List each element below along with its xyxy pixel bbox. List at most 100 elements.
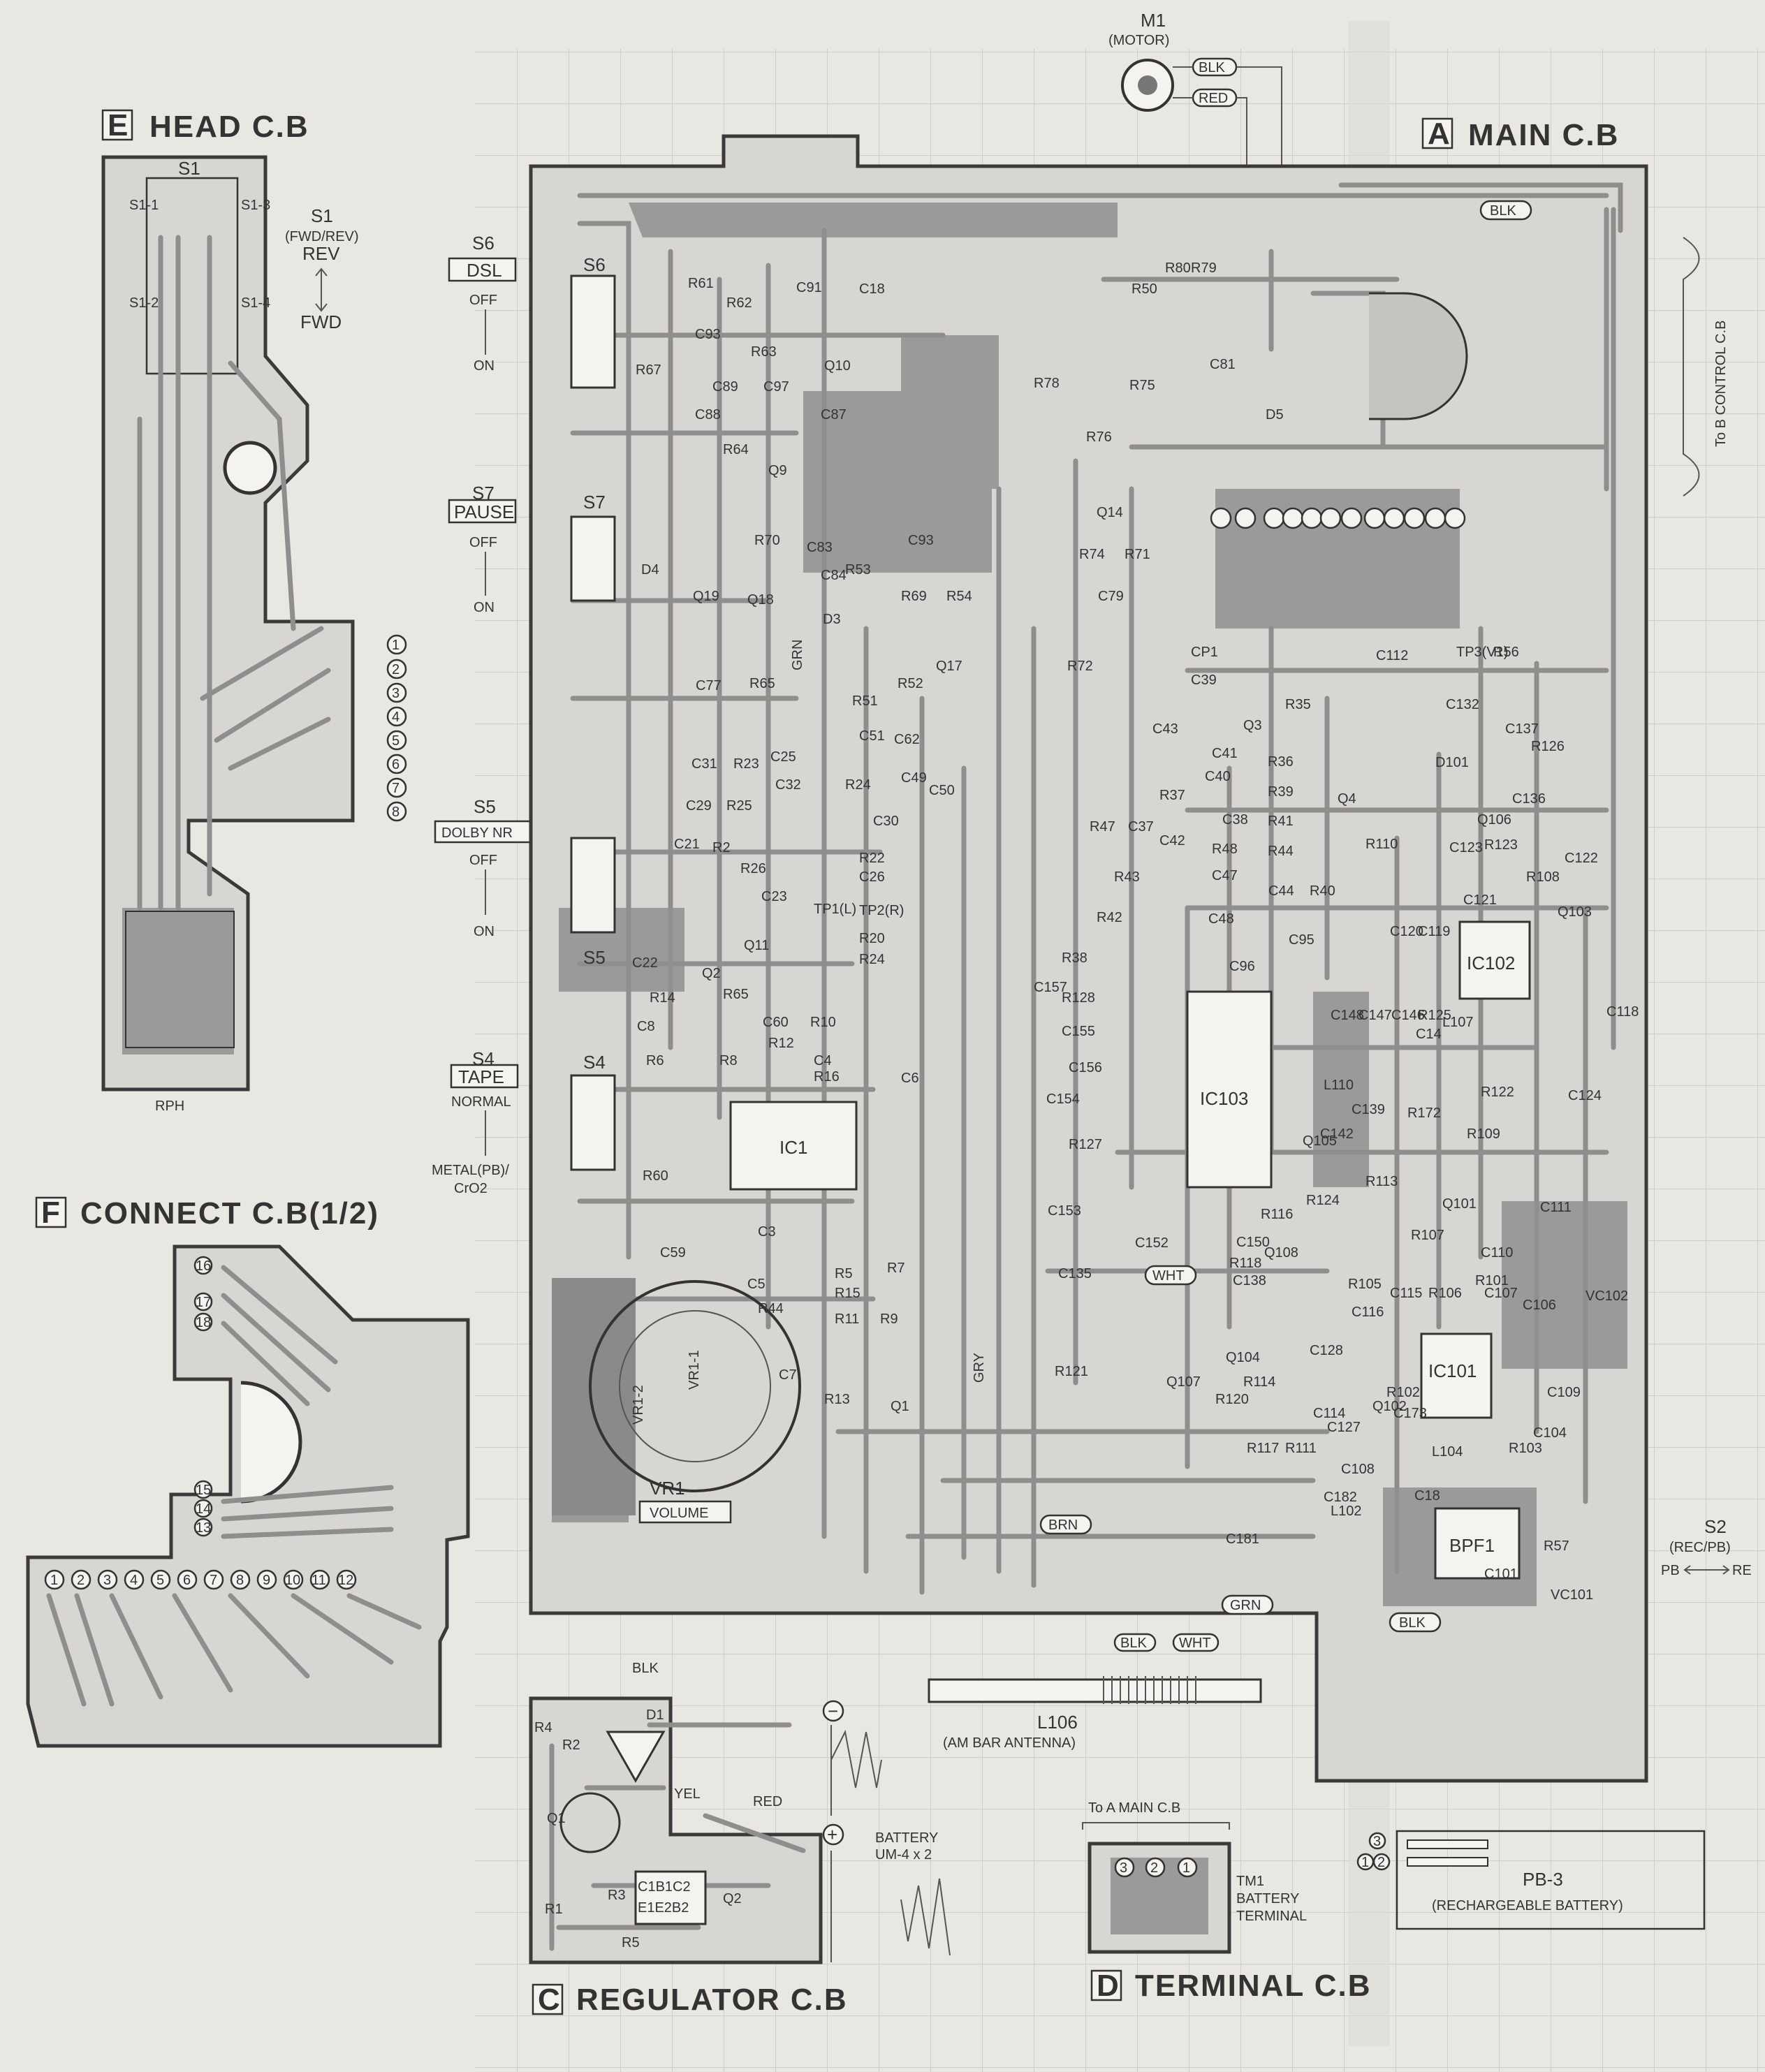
svg-text:C44: C44 [1268,883,1294,899]
svg-text:C111: C111 [1540,1200,1572,1215]
connect-upper-pins: 16 17 18 [193,1256,213,1332]
pb3-desc: (RECHARGEABLE BATTERY) [1432,1898,1623,1913]
svg-text:C59: C59 [660,1245,686,1261]
svg-text:R9: R9 [880,1311,898,1327]
svg-text:C31: C31 [691,756,717,772]
svg-text:R52: R52 [898,676,923,691]
svg-text:R72: R72 [1067,659,1093,674]
svg-text:R107: R107 [1411,1228,1444,1243]
connect-board-id: F [41,1196,61,1230]
svg-text:R117: R117 [1247,1441,1279,1456]
svg-text:R50: R50 [1131,281,1157,297]
svg-text:C155: C155 [1062,1024,1095,1039]
svg-text:C182: C182 [1324,1490,1357,1505]
svg-text:VOLUME: VOLUME [650,1506,708,1521]
svg-text:C23: C23 [761,889,787,904]
terminal-board: To A MAIN C.B 3 2 1 TM1 BATTERY TERMINAL… [1082,1800,1370,2003]
svg-text:C120: C120 [1390,924,1423,939]
svg-text:C47: C47 [1212,868,1238,883]
svg-text:C93: C93 [695,327,721,342]
svg-text:R51: R51 [852,693,878,709]
svg-text:10: 10 [285,1573,300,1588]
svg-text:R13: R13 [824,1392,850,1407]
svg-text:C26: C26 [859,869,885,885]
svg-text:C136: C136 [1512,791,1546,807]
svg-text:C150: C150 [1236,1235,1270,1250]
svg-text:VR1-2: VR1-2 [631,1385,646,1425]
s1-2-label: S1-2 [129,295,159,311]
svg-text:RED: RED [1199,91,1228,106]
svg-text:Q19: Q19 [693,589,719,604]
svg-text:C32: C32 [775,777,801,793]
svg-text:C152: C152 [1135,1235,1169,1251]
svg-text:R47: R47 [1090,819,1115,835]
svg-text:Q102: Q102 [1372,1399,1407,1414]
svg-text:BLK: BLK [1399,1615,1426,1631]
head-board-id: E [108,108,129,142]
svg-text:Q101: Q101 [1442,1196,1477,1212]
svg-text:D3: D3 [823,612,841,627]
main-board: A MAIN C.B IC1 IC103 I [529,117,1648,1783]
svg-text:D4: D4 [641,562,659,578]
connect-board: F CONNECT C.B(1/2) 16 17 18 15 14 13 1 2… [26,1196,470,1748]
ic101-label: IC101 [1428,1360,1477,1381]
tm1-terminal: TERMINAL [1236,1909,1307,1924]
svg-text:C114: C114 [1313,1406,1345,1421]
svg-text:C48: C48 [1208,911,1234,927]
svg-text:C83: C83 [807,540,833,555]
s4-switch-body [570,1074,616,1171]
tm1-label: TM1 [1236,1874,1264,1889]
svg-text:8: 8 [236,1573,244,1588]
svg-text:C37: C37 [1128,819,1154,835]
main-board-id: A [1428,117,1451,151]
svg-text:L104: L104 [1432,1444,1463,1460]
svg-text:C93: C93 [908,533,934,548]
svg-text:DOLBY NR: DOLBY NR [441,825,513,841]
svg-text:R39: R39 [1268,784,1294,800]
regulator-board-id: C [538,1983,562,2017]
s1-desc-mode: (FWD/REV) [285,229,359,244]
svg-text:R111: R111 [1285,1441,1317,1456]
svg-text:13: 13 [196,1520,211,1536]
svg-text:NORMAL: NORMAL [451,1094,511,1110]
svg-text:C127: C127 [1327,1420,1361,1435]
svg-text:RE: RE [1732,1563,1752,1578]
svg-text:C142: C142 [1320,1126,1354,1142]
svg-text:C18: C18 [1414,1488,1440,1504]
svg-text:Q108: Q108 [1264,1245,1298,1261]
svg-text:C109: C109 [1547,1385,1581,1400]
svg-text:WHT: WHT [1179,1636,1211,1651]
wire-color-labels: BLK GRN GRY BRN WHT BLK GRN [790,200,1532,1633]
svg-text:C147: C147 [1358,1008,1392,1023]
svg-text:1: 1 [1182,1860,1190,1876]
battery-minus: − [828,1700,838,1721]
svg-text:DSL: DSL [467,260,502,281]
svg-text:5: 5 [156,1573,164,1588]
svg-text:R60: R60 [643,1168,668,1184]
svg-text:C124: C124 [1568,1088,1602,1103]
svg-text:R80: R80 [1165,260,1191,276]
s4-switch-ref: S4 [583,1052,606,1073]
svg-text:C116: C116 [1352,1305,1384,1320]
svg-text:R2: R2 [712,840,731,855]
svg-text:R71: R71 [1125,547,1150,562]
svg-text:R67: R67 [636,362,661,378]
switch-s7-label: S7 PAUSE OFF ON [448,483,517,615]
s6-switch-ref: S6 [583,254,606,275]
svg-text:2: 2 [392,662,400,677]
svg-text:R7: R7 [887,1261,905,1276]
s1-3-label: S1-3 [241,198,270,213]
svg-text:R53: R53 [845,562,871,578]
svg-text:Q11: Q11 [744,938,769,953]
svg-text:M1: M1 [1141,10,1166,31]
fwd-rev-arrow-icon [315,267,328,312]
svg-text:2: 2 [1377,1855,1385,1870]
svg-text:C18: C18 [859,281,885,297]
svg-text:7: 7 [210,1573,217,1588]
svg-text:VR1: VR1 [650,1478,685,1499]
svg-text:C22: C22 [632,955,658,971]
svg-text:R101: R101 [1475,1273,1509,1288]
battery-spring-bottom-icon [900,1878,951,1956]
svg-text:R126: R126 [1531,739,1565,754]
